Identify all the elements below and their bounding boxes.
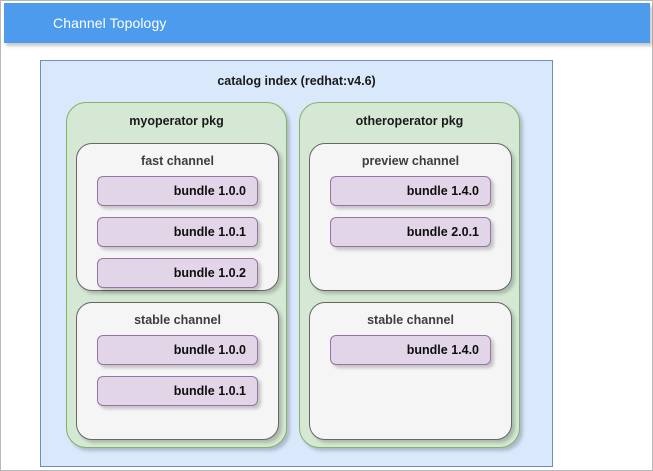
channel-title: stable channel — [367, 313, 454, 327]
bundle-item[interactable]: bundle 1.0.1 — [97, 217, 258, 247]
channel-box-stable: stable channel bundle 1.4.0 — [309, 302, 512, 440]
channel-title: stable channel — [134, 313, 221, 327]
bundle-list: bundle 1.0.0 bundle 1.0.1 — [77, 335, 278, 406]
bundle-item[interactable]: bundle 1.0.0 — [97, 176, 258, 206]
bundle-list: bundle 1.0.0 bundle 1.0.1 bundle 1.0.2 — [77, 176, 278, 288]
package-title: otheroperator pkg — [355, 114, 464, 128]
channel-title: preview channel — [361, 154, 460, 168]
bundle-item[interactable]: bundle 1.0.2 — [97, 258, 258, 288]
bundle-item[interactable]: bundle 2.0.1 — [330, 217, 491, 247]
app-header-bar: Channel Topology — [4, 3, 650, 43]
bundle-item[interactable]: bundle 1.4.0 — [330, 335, 491, 365]
catalog-index-container: catalog index (redhat:v4.6) myoperator p… — [40, 60, 553, 467]
package-title: myoperator pkg — [129, 114, 224, 128]
bundle-list: bundle 1.4.0 bundle 2.0.1 — [310, 176, 511, 247]
channel-box-stable: stable channel bundle 1.0.0 bundle 1.0.1 — [76, 302, 279, 440]
channel-box-fast: fast channel bundle 1.0.0 bundle 1.0.1 b… — [76, 143, 279, 291]
channel-title: fast channel — [141, 154, 214, 168]
bundle-item[interactable]: bundle 1.4.0 — [330, 176, 491, 206]
package-box-myoperator: myoperator pkg fast channel bundle 1.0.0… — [66, 102, 287, 448]
bundle-item[interactable]: bundle 1.0.1 — [97, 376, 258, 406]
catalog-index-title: catalog index (redhat:v4.6) — [217, 74, 376, 88]
package-box-otheroperator: otheroperator pkg preview channel bundle… — [299, 102, 520, 448]
page-title: Channel Topology — [53, 15, 167, 31]
bundle-list: bundle 1.4.0 — [310, 335, 511, 365]
channel-box-preview: preview channel bundle 1.4.0 bundle 2.0.… — [309, 143, 512, 291]
bundle-item[interactable]: bundle 1.0.0 — [97, 335, 258, 365]
